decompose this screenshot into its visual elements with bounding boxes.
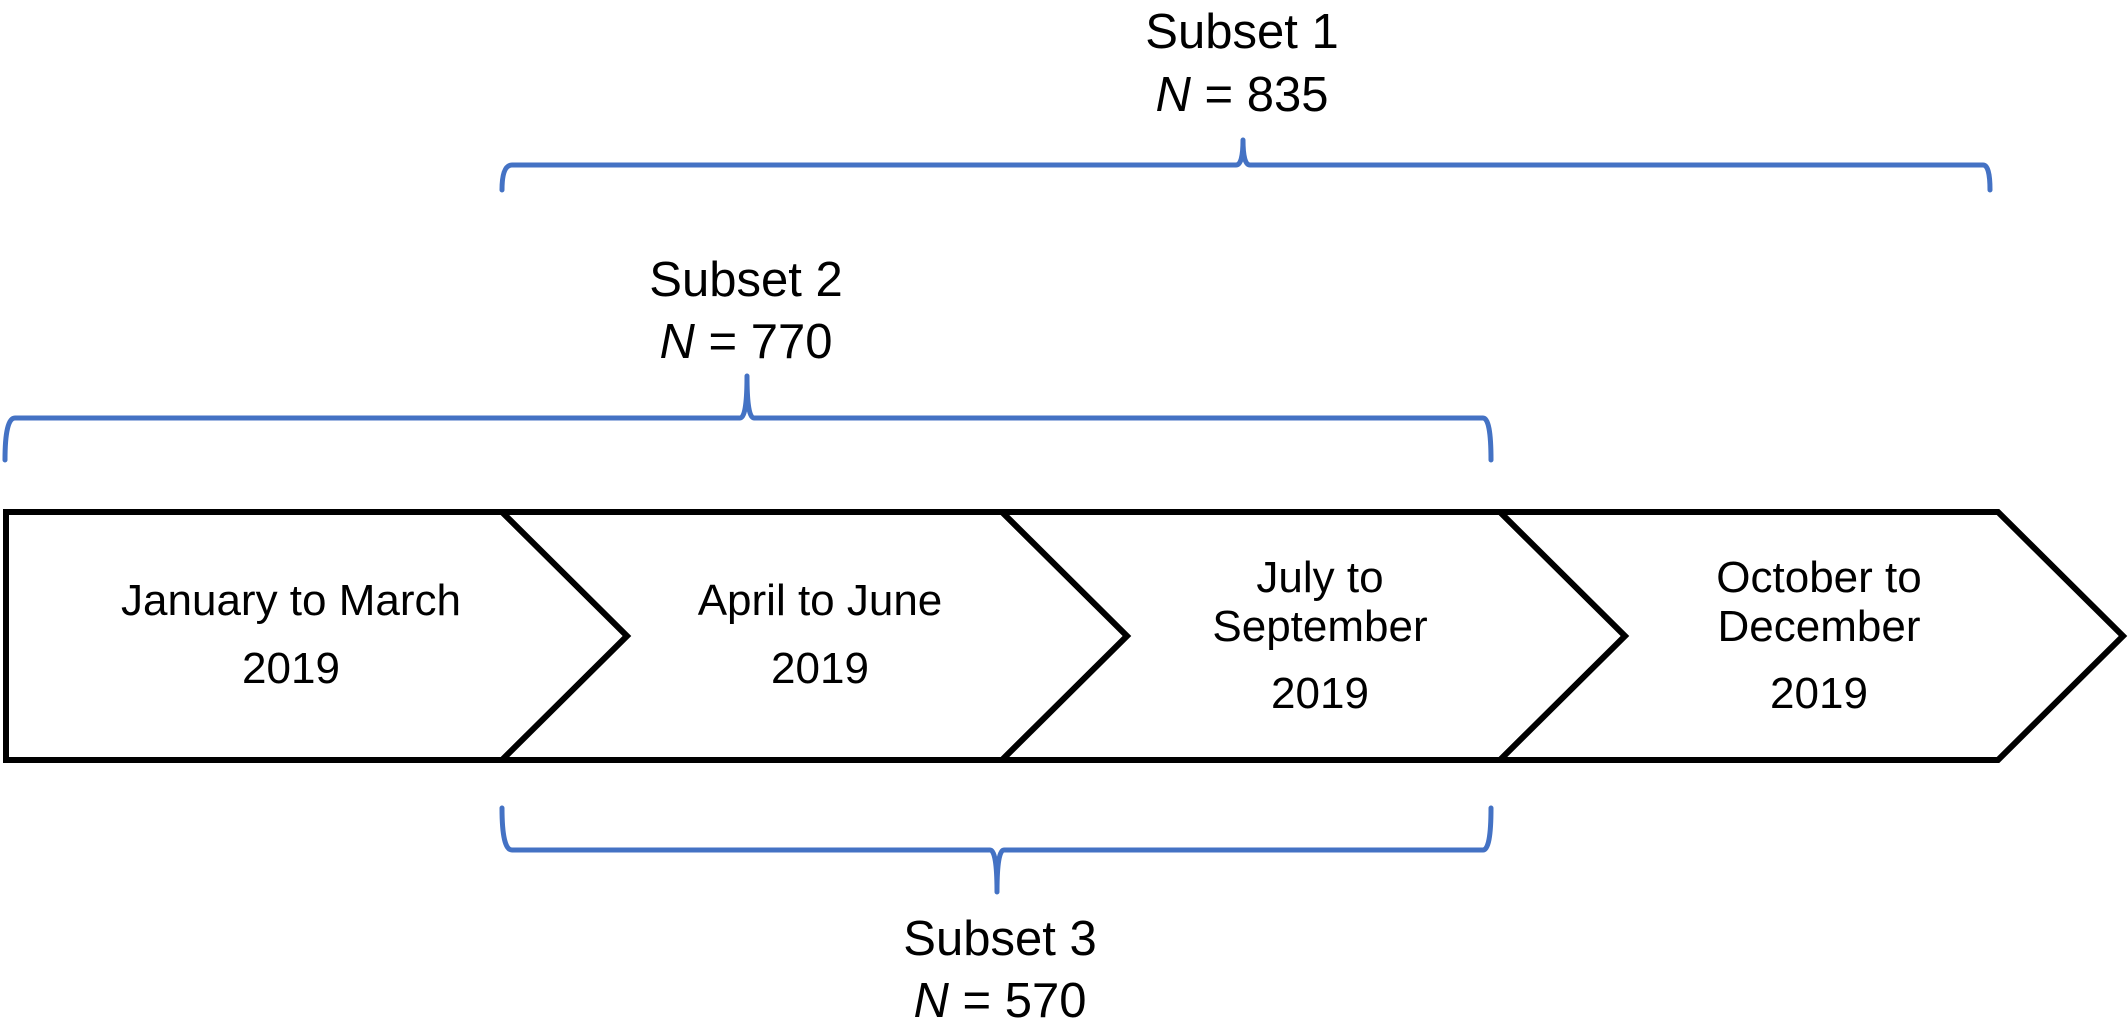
subset-2-brace [2, 373, 1494, 463]
period-q3-label-line2: September [1212, 602, 1427, 651]
chevron-q1 [3, 509, 632, 763]
subset-1-group: Subset 1 N = 835 [499, 5, 1993, 193]
subset-3-label: Subset 3 [903, 912, 1096, 966]
subset-1-brace [499, 137, 1993, 193]
subset-1-count: N = 835 [1156, 68, 1329, 122]
subset-3-brace [499, 805, 1494, 895]
period-q4: October to December 2019 [1492, 509, 2128, 763]
period-q4-year: 2019 [1770, 669, 1868, 718]
subset-2-label: Subset 2 [649, 253, 842, 307]
period-q1: January to March 2019 [3, 509, 632, 763]
timeline: January to March 2019 April to June 2019… [3, 509, 2128, 763]
subset-1-label: Subset 1 [1145, 5, 1338, 59]
period-q2-year: 2019 [771, 644, 869, 693]
period-q1-year: 2019 [242, 644, 340, 693]
period-q4-label-line2: December [1718, 602, 1921, 651]
period-q2-label: April to June [698, 576, 943, 625]
chevron-q4 [1492, 509, 2128, 763]
subset-2-group: Subset 2 N = 770 [2, 253, 1494, 463]
period-q3: July to September 2019 [994, 509, 1630, 763]
period-q3-year: 2019 [1271, 669, 1369, 718]
period-q4-label-line1: October to [1716, 553, 1921, 602]
subset-3-group: Subset 3 N = 570 [499, 805, 1494, 1028]
period-q3-label-line1: July to [1256, 553, 1383, 602]
subset-3-count: N = 570 [914, 974, 1087, 1028]
subset-2-count: N = 770 [660, 315, 833, 369]
period-q1-label: January to March [121, 576, 461, 625]
